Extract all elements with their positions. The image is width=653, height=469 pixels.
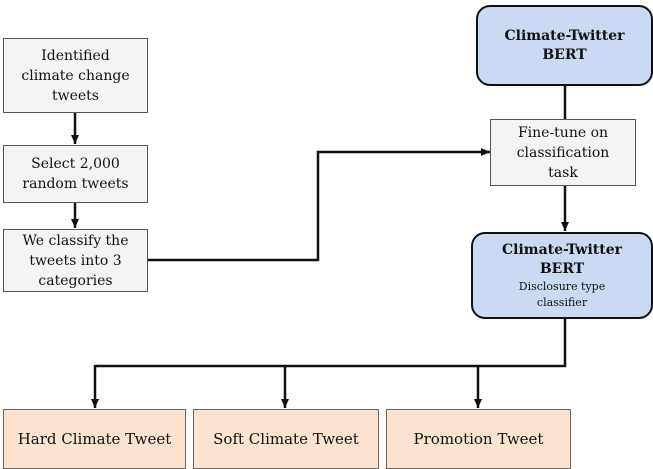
output-label: Soft Climate Tweet (213, 430, 359, 448)
step-fine-tune: Fine-tune on classification task (490, 119, 636, 186)
model-name: Climate-Twitter (502, 241, 622, 258)
step-text: Identified (41, 47, 110, 64)
model-disclosure-classifier: Climate-Twitter BERT Disclosure type cla… (471, 232, 653, 319)
step-text: Fine-tune on (517, 124, 609, 141)
step-select-random-tweets: Select 2,000 random tweets (3, 145, 148, 203)
model-name: BERT (539, 260, 585, 277)
model-subtitle: Disclosure type (518, 279, 606, 293)
step-text: climate change (21, 67, 130, 84)
output-label: Promotion Tweet (413, 430, 544, 448)
step-text: random tweets (22, 176, 129, 192)
step-text: categories (38, 272, 113, 289)
connector-classifier-bus (95, 319, 567, 368)
output-promotion-tweet: Promotion Tweet (386, 409, 571, 469)
model-name: BERT (542, 46, 587, 63)
model-name: Climate-Twitter (504, 27, 625, 44)
model-climate-twitter-bert: Climate-Twitter BERT (476, 5, 653, 86)
arrow-step3-to-finetune (148, 148, 490, 262)
step-text: Select 2,000 (31, 156, 120, 172)
model-subtitle: classifier (536, 295, 588, 309)
output-hard-climate-tweet: Hard Climate Tweet (3, 409, 186, 469)
step-text: tweets into 3 (29, 252, 122, 269)
step-classify-tweets: We classify the tweets into 3 categories (3, 229, 148, 292)
output-label: Hard Climate Tweet (17, 430, 172, 448)
step-text: classification (516, 144, 610, 161)
step-text: tweets (52, 87, 99, 104)
step-text: We classify the (22, 232, 129, 249)
output-soft-climate-tweet: Soft Climate Tweet (193, 409, 379, 469)
step-text: task (548, 164, 578, 181)
step-identified-tweets: Identified climate change tweets (3, 38, 148, 113)
